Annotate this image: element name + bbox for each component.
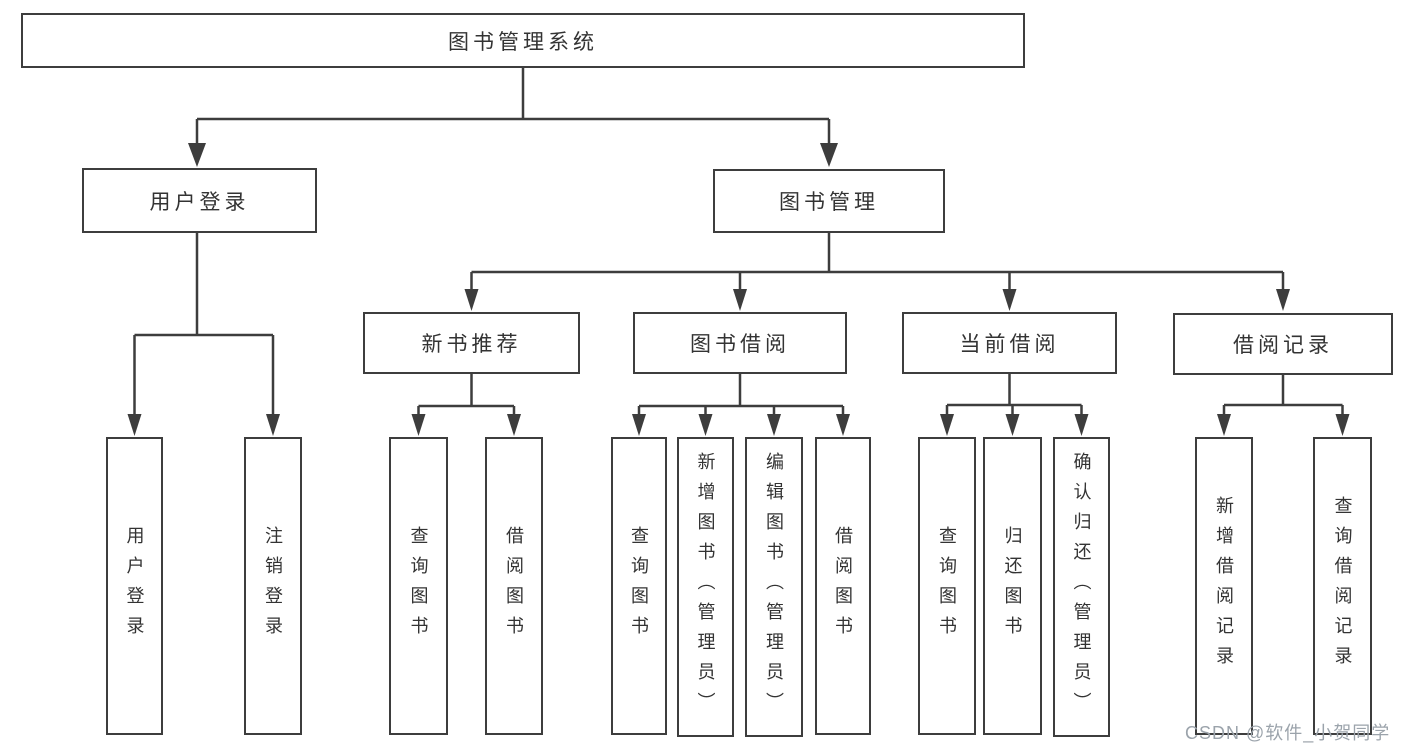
leaf-label: 编辑图书（管理员） bbox=[764, 452, 784, 722]
leaf-label: 借阅图书 bbox=[833, 526, 853, 646]
leaf-label: 查询图书 bbox=[629, 526, 649, 646]
arrowheads bbox=[127, 143, 1350, 436]
leaf-label: 注销登录 bbox=[263, 526, 283, 646]
node-leaf-query-borrow-record: 查询借阅记录 bbox=[1313, 437, 1372, 735]
connector-book-borrow bbox=[637, 374, 845, 417]
node-leaf-query-books-borrow: 查询图书 bbox=[611, 437, 667, 735]
connector-borrow-records bbox=[1222, 375, 1344, 417]
node-leaf-add-book-admin: 新增图书（管理员） bbox=[677, 437, 734, 737]
connector-root bbox=[195, 68, 831, 147]
leaf-label: 归还图书 bbox=[1002, 526, 1023, 646]
connector-current-borrow bbox=[945, 374, 1083, 417]
connector-user-login bbox=[133, 233, 275, 417]
node-leaf-user-login: 用户登录 bbox=[106, 437, 163, 735]
node-leaf-query-books-current: 查询图书 bbox=[918, 437, 976, 735]
leaf-label: 查询图书 bbox=[937, 526, 957, 646]
node-current-borrow: 当前借阅 bbox=[902, 312, 1117, 374]
leaf-label: 查询图书 bbox=[408, 526, 429, 646]
node-leaf-borrow-books: 借阅图书 bbox=[815, 437, 871, 735]
node-leaf-return-books: 归还图书 bbox=[983, 437, 1042, 735]
node-leaf-confirm-return-admin: 确认归还（管理员） bbox=[1053, 437, 1110, 737]
csdn-watermark: CSDN @软件_小贺同学 bbox=[1185, 723, 1391, 743]
node-book-management: 图书管理 bbox=[713, 169, 945, 233]
node-new-book-recommend: 新书推荐 bbox=[363, 312, 580, 374]
node-borrow-records: 借阅记录 bbox=[1173, 313, 1393, 375]
node-leaf-query-books-recommend: 查询图书 bbox=[389, 437, 448, 735]
node-leaf-borrow-books-recommend: 借阅图书 bbox=[485, 437, 543, 735]
leaf-label: 借阅图书 bbox=[504, 526, 524, 646]
leaf-label: 确认归还（管理员） bbox=[1071, 452, 1092, 722]
node-book-borrow: 图书借阅 bbox=[633, 312, 847, 374]
node-leaf-edit-book-admin: 编辑图书（管理员） bbox=[745, 437, 803, 737]
connector-book-management bbox=[470, 233, 1285, 291]
leaf-label: 用户登录 bbox=[124, 526, 145, 646]
node-leaf-logout: 注销登录 bbox=[244, 437, 302, 735]
connector-new-book bbox=[417, 374, 516, 417]
node-book-management-system: 图书管理系统 bbox=[21, 13, 1025, 68]
node-leaf-add-borrow-record: 新增借阅记录 bbox=[1195, 437, 1253, 735]
leaf-label: 新增借阅记录 bbox=[1214, 496, 1234, 676]
leaf-label: 新增图书（管理员） bbox=[695, 452, 716, 722]
node-user-login: 用户登录 bbox=[82, 168, 317, 233]
leaf-label: 查询借阅记录 bbox=[1332, 496, 1353, 676]
